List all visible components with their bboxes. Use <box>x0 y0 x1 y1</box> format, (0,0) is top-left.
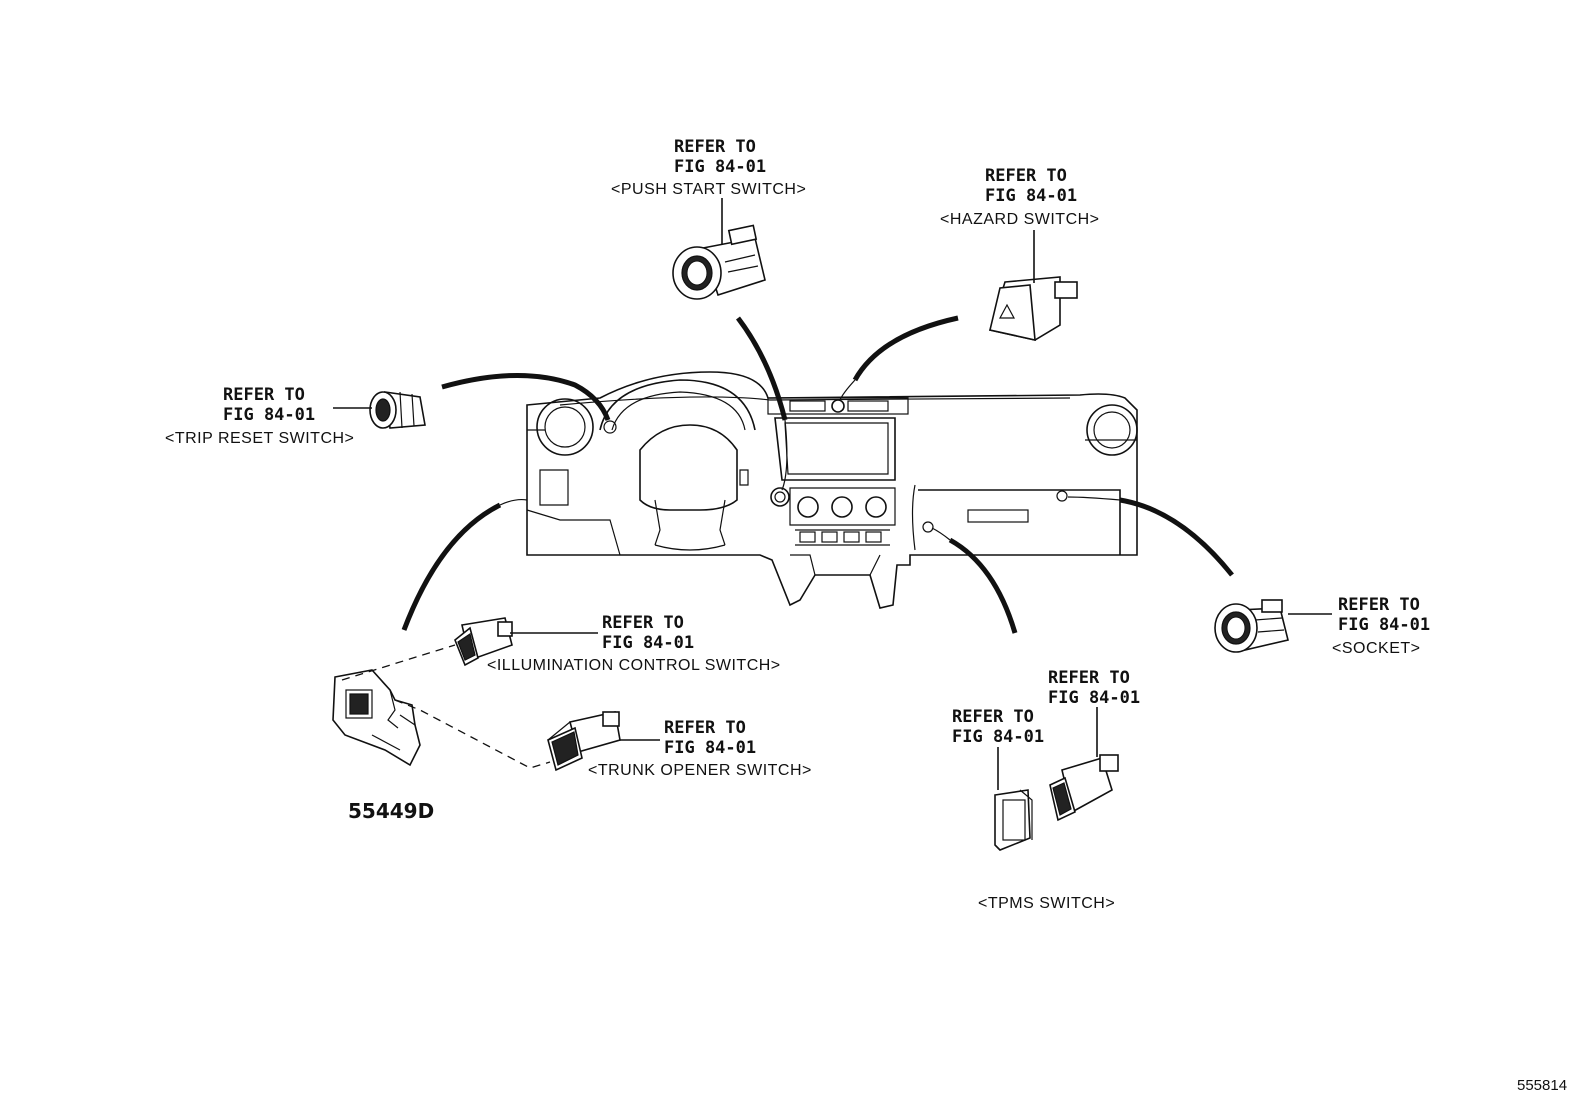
hazard-refer-to: REFER TO <box>985 166 1067 186</box>
socket-caption: <SOCKET> <box>1332 640 1420 657</box>
socket-refer-to: REFER TO <box>1338 595 1420 615</box>
tpms-left-refer-to: REFER TO <box>952 707 1034 727</box>
tpms-switch-left-icon <box>994 789 1033 851</box>
bezel-55449d-icon <box>332 669 421 767</box>
callout-push-start: REFER TO FIG 84-01 <PUSH START SWITCH> <box>611 137 806 198</box>
tpms-caption: <TPMS SWITCH> <box>978 895 1115 912</box>
socket-fig: FIG 84-01 <box>1338 615 1430 635</box>
illumination-caption: <ILLUMINATION CONTROL SWITCH> <box>487 657 781 674</box>
callout-leaders <box>333 198 1332 790</box>
illumination-refer-to: REFER TO <box>602 613 684 633</box>
trip-reset-caption: <TRIP RESET SWITCH> <box>165 430 354 447</box>
callout-hazard: REFER TO FIG 84-01 <HAZARD SWITCH> <box>940 166 1100 228</box>
trunk-opener-fig: FIG 84-01 <box>664 738 756 758</box>
instrument-panel <box>526 371 1138 609</box>
tpms-right-fig: FIG 84-01 <box>1048 688 1140 708</box>
trip-reset-refer-to: REFER TO <box>223 385 305 405</box>
tpms-switch-right-icon <box>1049 754 1119 822</box>
push-start-switch-icon <box>672 224 766 300</box>
push-start-refer-to: REFER TO <box>674 137 756 157</box>
callout-tpms-right: REFER TO FIG 84-01 <box>1048 668 1140 708</box>
callout-trip-reset: REFER TO FIG 84-01 <TRIP RESET SWITCH> <box>165 385 354 447</box>
tpms-left-fig: FIG 84-01 <box>952 727 1044 747</box>
push-start-caption: <PUSH START SWITCH> <box>611 181 806 198</box>
part-number-label: 55449D <box>348 799 434 823</box>
callout-socket: REFER TO FIG 84-01 <SOCKET> <box>1332 595 1430 657</box>
hazard-fig: FIG 84-01 <box>985 186 1077 206</box>
illumination-fig: FIG 84-01 <box>602 633 694 653</box>
leader-lines <box>401 315 1234 634</box>
tpms-right-refer-to: REFER TO <box>1048 668 1130 688</box>
trunk-opener-caption: <TRUNK OPENER SWITCH> <box>588 762 812 779</box>
push-start-fig: FIG 84-01 <box>674 157 766 177</box>
callout-illumination: REFER TO FIG 84-01 <ILLUMINATION CONTROL… <box>487 613 781 674</box>
callout-tpms-left: REFER TO FIG 84-01 <box>952 707 1044 747</box>
illumination-control-switch-icon <box>454 617 513 667</box>
socket-icon <box>1214 599 1289 653</box>
trip-reset-fig: FIG 84-01 <box>223 405 315 425</box>
callout-trunk-opener: REFER TO FIG 84-01 <TRUNK OPENER SWITCH> <box>588 718 812 779</box>
trunk-opener-switch-icon <box>547 711 621 772</box>
figure-id: 555814 <box>1517 1077 1567 1094</box>
trunk-opener-refer-to: REFER TO <box>664 718 746 738</box>
trip-reset-switch-icon <box>369 391 426 429</box>
hazard-caption: <HAZARD SWITCH> <box>940 211 1100 228</box>
hazard-switch-icon <box>988 276 1078 342</box>
